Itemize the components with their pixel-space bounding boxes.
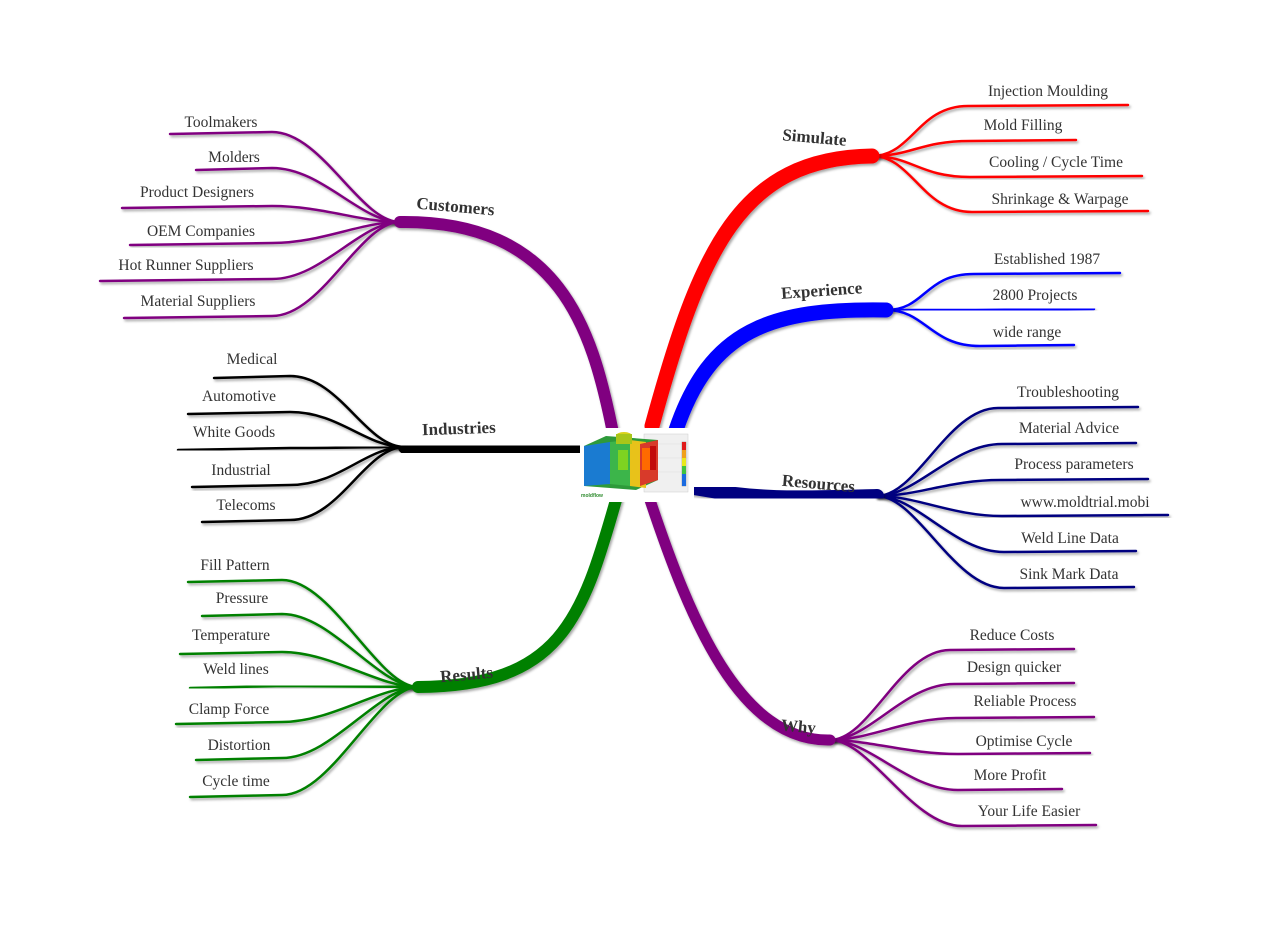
leaf-label: 2800 Projects: [993, 287, 1078, 304]
main-branch-customers: [394, 215, 618, 434]
leaf-line-results: [188, 685, 420, 799]
leaf-label: Established 1987: [994, 251, 1101, 268]
leaf-label: Distortion: [208, 737, 271, 754]
leaf-label: Reduce Costs: [970, 627, 1055, 644]
branch-title-why[interactable]: Why: [780, 716, 817, 738]
main-branch-results: [412, 494, 622, 693]
leaf-label: Mold Filling: [984, 117, 1063, 134]
leaf-label: Toolmakers: [185, 114, 258, 131]
branch-title-customers[interactable]: Customers: [416, 194, 496, 220]
leaf-line-customers: [194, 166, 402, 224]
leaf-label: Telecoms: [216, 497, 275, 514]
leaf-line-resources: [875, 405, 1140, 498]
main-branch-simulate: [644, 148, 880, 434]
leaf-label: Process parameters: [1014, 456, 1133, 473]
leaf-line-industries: [200, 445, 407, 524]
leaf-line-why: [828, 738, 1098, 828]
branch-title-experience[interactable]: Experience: [780, 278, 863, 303]
leaf-label: Cycle time: [202, 773, 270, 790]
leaf-label: Weld lines: [203, 661, 268, 678]
leaf-line-customers: [122, 220, 402, 320]
leaf-line-industries: [176, 445, 407, 452]
leaf-label: Optimise Cycle: [976, 733, 1073, 750]
leaf-label: Shrinkage & Warpage: [991, 191, 1128, 208]
leaf-label: wide range: [993, 324, 1062, 341]
leaf-label: Clamp Force: [189, 701, 270, 718]
main-branch-industries: [398, 439, 591, 459]
leaf-line-resources: [875, 494, 1136, 590]
leaf-line-resources: [875, 477, 1150, 498]
main-branch-why: [644, 494, 836, 746]
leaf-line-results: [178, 650, 420, 689]
leaf-label: Your Life Easier: [978, 803, 1081, 820]
leaf-label: Medical: [227, 351, 278, 368]
branch-experience: Established 1987 2800 Projects wide range E…: [668, 251, 1122, 438]
leaf-line-results: [194, 685, 420, 762]
leaf-label: Hot Runner Suppliers: [118, 257, 253, 274]
leaf-line-customers: [98, 220, 402, 283]
leaf-line-industries: [190, 445, 407, 489]
branch-title-industries[interactable]: Industries: [422, 418, 497, 440]
leaf-label: Design quicker: [967, 659, 1062, 676]
leaf-line-results: [186, 578, 420, 689]
leaf-label: Weld Line Data: [1021, 530, 1119, 547]
leaf-line-why: [828, 681, 1076, 742]
leaf-label: Fill Pattern: [200, 557, 270, 574]
leaf-line-results: [188, 684, 420, 690]
leaf-line-experience: [884, 308, 1076, 348]
leaf-line-resources: [875, 494, 1170, 518]
branch-title-results[interactable]: Results: [439, 663, 494, 687]
branch-title-simulate[interactable]: Simulate: [782, 125, 848, 150]
leaf-label: Industrial: [211, 462, 270, 479]
leaf-line-customers: [120, 204, 402, 224]
leaf-line-industries: [186, 410, 407, 449]
main-branch-experience: [668, 302, 894, 438]
leaf-line-results: [200, 612, 420, 689]
leaf-label: OEM Companies: [147, 223, 255, 240]
leaf-label: www.moldtrial.mobi: [1020, 494, 1150, 511]
leaf-label: Pressure: [216, 590, 269, 607]
leaf-line-industries: [212, 374, 407, 449]
mold-simulation-icon: moldflow: [580, 428, 694, 502]
leaf-label: Molders: [208, 149, 260, 166]
leaf-label: Troubleshooting: [1017, 384, 1119, 401]
leaf-line-resources: [875, 494, 1138, 554]
leaf-label: Material Suppliers: [141, 293, 256, 310]
leaf-line-experience: [884, 307, 1096, 312]
leaf-line-why: [828, 715, 1096, 742]
leaf-line-customers: [128, 220, 402, 247]
leaf-label: Temperature: [192, 627, 270, 644]
center-image: moldflow: [580, 428, 694, 502]
leaf-label: Cooling / Cycle Time: [989, 154, 1123, 171]
leaf-label: White Goods: [193, 424, 275, 441]
leaf-line-customers: [168, 130, 402, 224]
logo-text: moldflow: [581, 493, 603, 499]
leaf-line-experience: [884, 271, 1122, 312]
leaf-line-why: [828, 738, 1064, 792]
leaf-label: Injection Moulding: [988, 83, 1108, 100]
leaf-line-simulate: [870, 138, 1078, 158]
leaf-line-results: [174, 685, 420, 726]
leaf-label: Automotive: [202, 388, 276, 405]
main-branch-resources: [687, 481, 884, 505]
leaf-label: Sink Mark Data: [1019, 566, 1118, 583]
leaf-label: Material Advice: [1019, 420, 1119, 437]
leaf-line-why: [828, 738, 1092, 756]
leaf-label: Reliable Process: [974, 693, 1077, 710]
leaf-label: More Profit: [974, 767, 1047, 784]
leaf-label: Product Designers: [140, 184, 254, 201]
leaf-line-simulate: [870, 154, 1150, 214]
leaf-line-resources: [875, 441, 1138, 498]
leaf-line-why: [828, 647, 1076, 742]
leaf-line-simulate: [870, 103, 1130, 158]
